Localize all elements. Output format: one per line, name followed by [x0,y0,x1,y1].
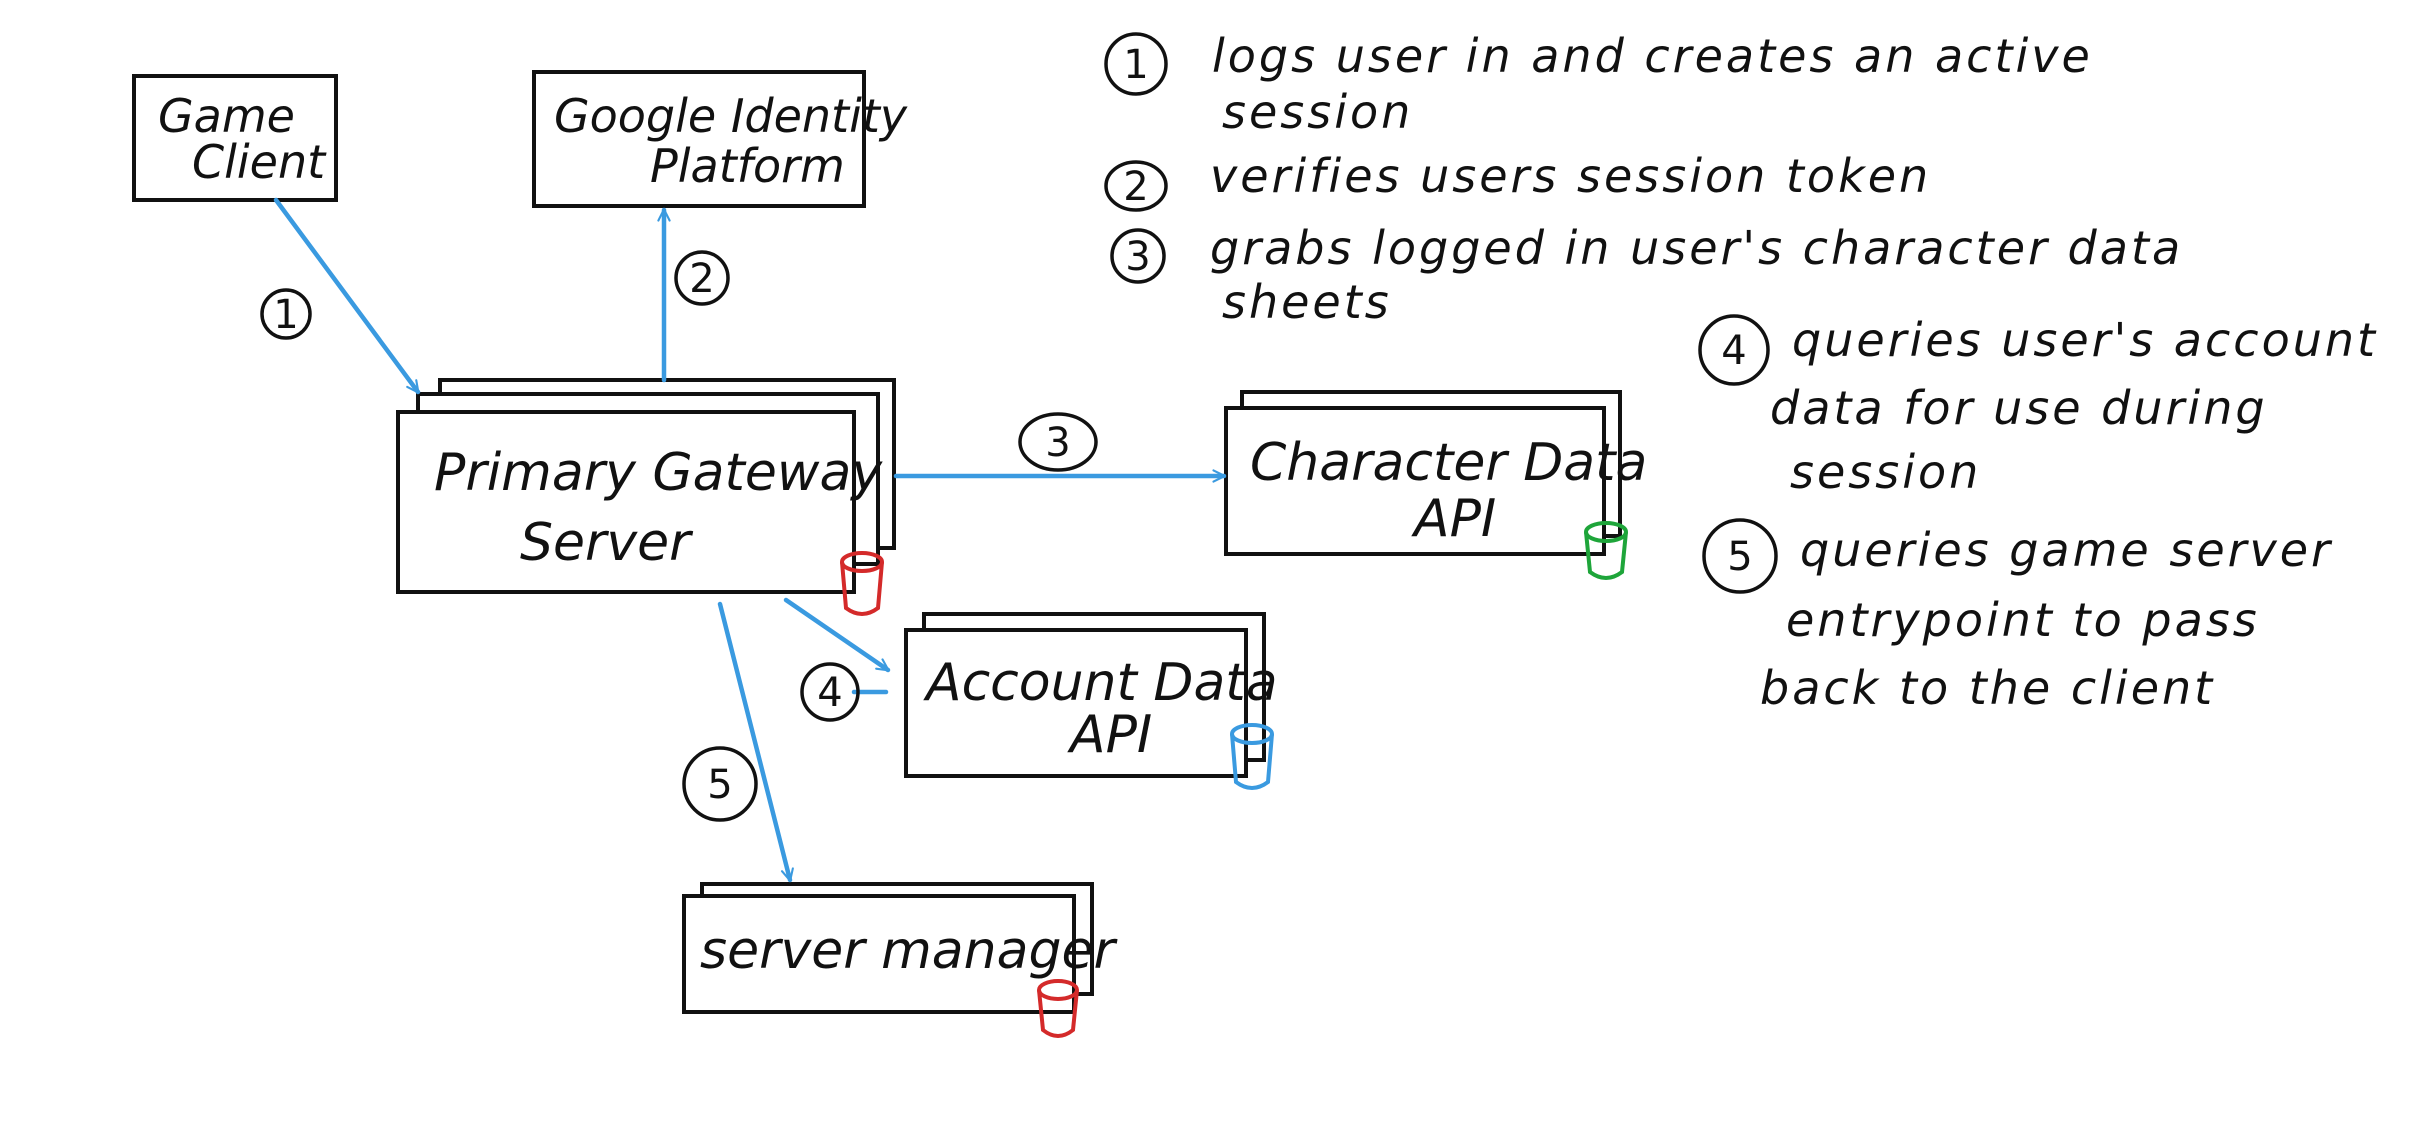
note-3-number: 3 [1125,234,1150,280]
edge-1-arrow [273,197,421,395]
note-4-number: 4 [1721,328,1746,374]
account-api-label-line2: API [1067,705,1152,765]
game-client-label-line2: Client [192,135,327,189]
edge-2-label: 2 [674,250,730,306]
note-3-line1: grabs logged in user's character data [1210,221,2183,275]
account-database-icon [1230,723,1274,790]
note-4: 4 queries user's account data for use du… [1698,313,2378,499]
character-database-icon [1584,521,1628,580]
note-5: 5 queries game server entrypoint to pass… [1702,518,2333,715]
edge-1-label: 1 [260,288,312,340]
gateway-database-icon [840,551,884,616]
note-4-line1: queries user's account [1792,313,2378,367]
note-1-line2: session [1222,85,1413,139]
note-4-line3: session [1790,445,1981,499]
note-5-line3: back to the client [1760,661,2215,715]
note-5-line1: queries game server [1800,523,2333,577]
primary-gateway-label-line1: Primary Gateway [434,443,883,503]
edge-5-label: 5 [682,746,758,822]
primary-gateway-label-line2: Server [520,513,694,573]
google-identity-label-line2: Platform [650,139,845,193]
note-2: 2 verifies users session token [1104,149,1931,212]
note-3: 3 grabs logged in user's character data … [1110,221,2183,329]
account-api-label-line1: Account Data [923,653,1278,713]
edge-5-arrow [717,601,794,883]
edge-2-number: 2 [689,256,714,302]
note-5-number: 5 [1727,534,1752,580]
game-client-label-line1: Game [158,89,295,143]
edge-3-number: 3 [1045,420,1070,466]
note-4-line2: data for use during [1770,381,2268,435]
server-manager-label: server manager [700,921,1118,981]
server-manager-database-icon [1037,979,1079,1038]
note-3-line2: sheets [1222,275,1392,329]
note-1: 1 logs user in and creates an active ses… [1104,29,2093,139]
edge-4-label: 4 [800,662,860,722]
server-manager-node: server manager [682,882,1118,1014]
edge-4-number: 4 [817,670,842,716]
character-api-node: Character Data API [1224,390,1647,556]
notes-legend: 1 logs user in and creates an active ses… [1104,29,2378,715]
note-1-number: 1 [1123,42,1148,88]
google-identity-label-line1: Google Identity [554,89,908,143]
edge-5-number: 5 [707,762,732,808]
note-2-line1: verifies users session token [1210,149,1931,203]
primary-gateway-node: Primary Gateway Server [396,378,896,594]
game-client-node: Game Client [132,74,338,202]
edge-1-number: 1 [273,292,298,338]
note-5-line2: entrypoint to pass [1786,593,2260,647]
character-api-label-line1: Character Data [1250,433,1647,493]
note-1-line1: logs user in and creates an active [1212,29,2093,83]
google-identity-node: Google Identity Platform [532,70,908,208]
character-api-label-line2: API [1411,489,1496,549]
note-2-number: 2 [1123,164,1148,210]
account-api-node: Account Data API [904,612,1278,778]
edge-3-label: 3 [1018,412,1098,472]
